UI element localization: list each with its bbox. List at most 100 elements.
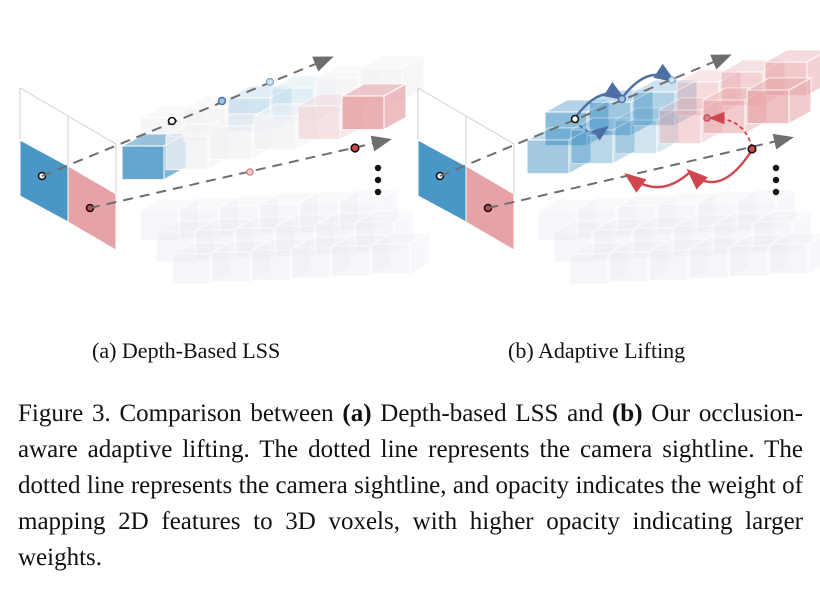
voxel-side [727,236,749,280]
caption-tag-a: (a) [342,400,372,427]
sightline-blue [41,56,334,177]
voxel [526,127,592,175]
ellipsis-dot [374,176,382,184]
voxel [746,77,812,125]
hop-arrow-red [624,171,691,193]
sample-point [350,143,360,153]
ghost-voxel [737,188,797,232]
voxel-top [614,107,680,121]
ghost-voxel [291,236,351,280]
ghost-voxel [299,190,359,234]
ghost-voxel [633,216,693,260]
voxel-front [211,251,251,283]
caption-a-text: Depth-based LSS and [371,400,612,427]
ghost-voxel [195,218,255,262]
caption-prefix: Figure 3. Comparison between [18,400,343,427]
voxel-front [165,135,209,171]
ghost-voxel [577,196,637,240]
ghost-voxel [593,218,653,262]
voxel-top [676,69,742,83]
voxel-side [656,107,680,155]
ghost-voxel [275,214,335,258]
hop-arrow-blue [621,63,676,99]
voxel-front [569,253,609,285]
ghost-voxel [339,188,399,232]
ghost-voxel [729,234,789,278]
ghost-voxel [171,242,231,286]
ellipsis-dot [374,164,382,172]
sample-point [167,116,177,126]
voxel-side [568,127,592,175]
ghost-voxel [331,234,391,278]
sample-point [747,144,757,154]
image-plane [417,87,515,251]
ghost-voxel [769,232,820,276]
ellipsis-dot [772,188,780,196]
voxel-side [647,240,669,284]
voxel-front [331,245,371,277]
sample-point [265,77,275,87]
voxel-grid-top [526,49,820,175]
voxel-front [251,249,291,281]
ghost-voxel [689,236,749,280]
sample-point [217,96,227,106]
ghost-voxel [219,194,279,238]
ghost-voxel [211,240,271,284]
sightline-pink [487,133,794,209]
voxel-front [769,243,809,275]
ghost-voxel [251,238,311,282]
voxel-front [371,243,411,275]
ghost-voxel [155,220,215,264]
sample-point [246,168,254,176]
ghost-voxel [673,214,733,258]
caption-rest: Our occlusion-aware adaptive lifting. Th… [18,400,803,571]
figure-illustration [19,49,820,286]
voxel-front [297,105,341,141]
sample-point [703,114,711,122]
voxel-side [409,232,431,276]
ghost-voxel [713,212,773,256]
voxel-grid-ghost [537,188,820,286]
sightline-blue [439,54,732,177]
voxel-front [253,115,297,151]
ghost-voxel [609,240,669,284]
ghost-voxel [371,232,431,276]
voxel-front [614,119,658,155]
voxel-grid-ghost [139,188,431,286]
voxel-front [609,251,649,283]
ghost-voxel [649,238,709,282]
voxel-front [689,247,729,279]
voxel-front [658,109,702,145]
sample-point [570,114,580,124]
sample-point [668,76,676,84]
hop-arrow-red-dashed [708,111,753,149]
voxel-front [171,253,211,285]
voxel-side [807,236,820,276]
voxel-side [209,242,231,286]
voxel [614,107,680,155]
voxel-side [289,238,311,282]
voxel-front [341,95,385,131]
voxel-front [729,245,769,277]
panel-adaptive-lifting [417,49,820,286]
ellipsis-dot [374,188,382,196]
caption-tag-b: (b) [611,400,643,427]
voxel-side [369,234,391,278]
hop-arrow-red [686,149,754,190]
ghost-voxel [179,196,239,240]
subcaption-a: (a) Depth-Based LSS [92,338,281,363]
voxel-front [121,145,165,181]
voxel-front [209,125,253,161]
voxel-front [570,129,614,165]
voxel-side [383,83,407,131]
voxel-front [649,249,689,281]
ghost-voxel [139,198,199,242]
ghost-voxel [657,192,717,236]
ghost-voxel [259,192,319,236]
voxel-front [291,247,331,279]
ellipsis-dot [772,164,780,172]
panel-depth-based-lss [19,55,431,286]
hop-arrow-blue-dashed [574,119,609,141]
figure-caption: Figure 3. Comparison between (a) Depth-b… [18,396,803,576]
subcaption-b: (b) Adaptive Lifting [508,338,686,363]
